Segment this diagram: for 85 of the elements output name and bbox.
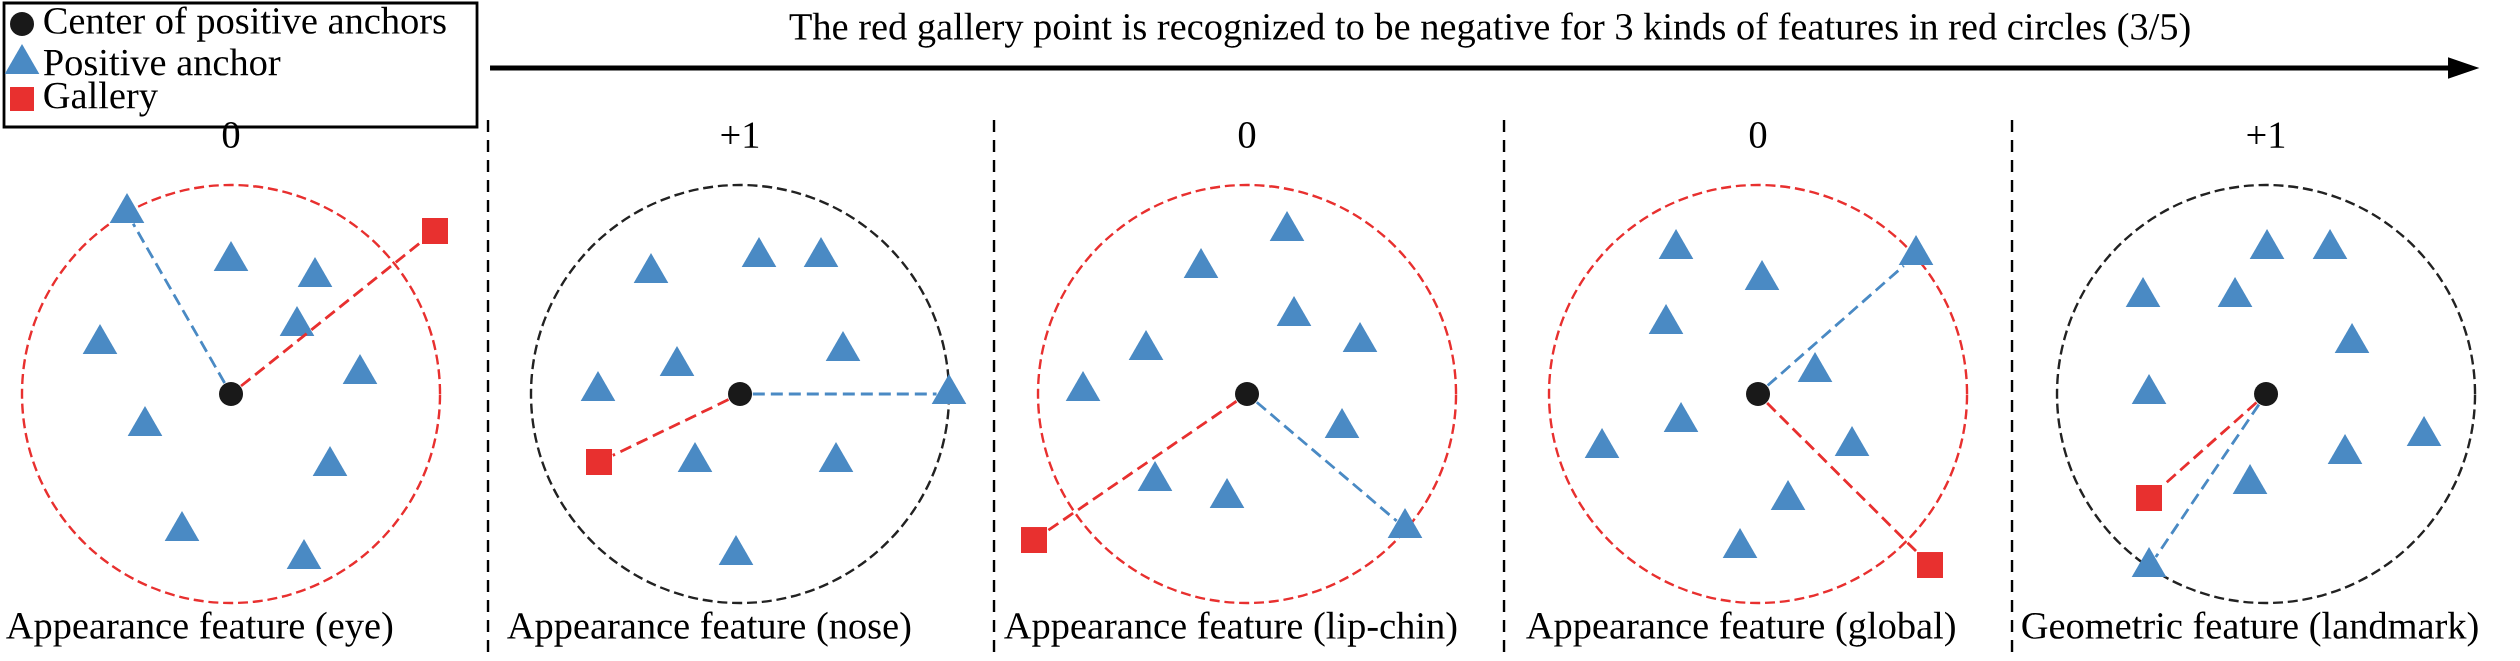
triangle-marker [825,331,861,361]
triangle-marker [286,539,322,570]
triangle-marker [2249,229,2285,259]
center-dot [2254,382,2279,407]
dashed-line [1766,402,1918,553]
dashed-circle [529,183,951,605]
dashed-circle [20,183,442,605]
legend-label: Gallery [44,81,158,117]
triangle-marker [818,442,854,473]
triangle-marker [1834,426,1870,457]
dashed-line [1766,264,1905,387]
dashed-line [1255,401,1398,522]
triangle-marker [82,324,118,354]
score-label: +1 [721,122,759,148]
caption-text: Geometric feature (landmark) [2022,611,2478,647]
triangle-marker [1324,408,1360,439]
triangle-marker [2327,434,2363,465]
dashed-circle [1547,183,1969,605]
triangle-marker [2217,277,2253,307]
caption-text: Appearance feature (nose) [507,611,911,647]
square-marker [422,218,448,244]
triangle-marker [1648,304,1684,334]
triangle-marker [2125,277,2161,307]
triangle-marker [803,237,839,267]
dashed-line [2154,403,2261,558]
score-label: 0 [1749,122,1767,148]
dashed-circle [2055,183,2477,605]
triangle-marker [1209,478,1245,509]
center-dot [728,382,752,407]
legend-label: Positive anchor [43,48,281,76]
triangle-marker [1770,480,1806,511]
square-marker [1021,527,1047,554]
triangle-marker [109,193,145,223]
triangle-marker [2232,464,2268,495]
triangle-marker [297,257,333,287]
legend-label: Center of positive anchors [44,6,446,42]
score-label: 0 [1238,122,1256,148]
triangle-marker [1342,322,1378,352]
triangle-marker [1744,260,1780,290]
center-dot [1746,382,1770,407]
triangle-marker [1898,235,1934,265]
triangle-marker [1276,296,1312,326]
triangle-marker [1065,371,1101,402]
triangle-marker [312,446,348,477]
triangle-marker [659,346,695,376]
triangle-marker [677,442,713,473]
triangle-marker [2406,416,2442,447]
triangle-marker [580,371,616,402]
dashed-line [1047,400,1238,532]
dashed-circle [1036,183,1458,605]
caption-text: Appearance feature (global) [1526,611,1955,647]
triangle-marker [633,253,669,283]
heading-text: The red gallery point is recognized to be negative for 3 kinds of features in red circles (3/5) [789,12,2190,48]
triangle-marker [1128,330,1164,360]
triangle-marker [718,535,754,566]
dashed-line [752,392,937,396]
triangle-marker [1137,461,1173,492]
square-marker [2136,485,2163,512]
triangle-marker [2312,229,2348,259]
triangle-marker [1269,211,1305,241]
caption-text: Appearance feature (eye) [6,611,393,647]
square-marker [586,449,612,476]
triangle-marker [1797,352,1833,382]
triangle-marker [1663,402,1699,433]
caption-text: Appearance feature (lip-chin) [1004,611,1457,647]
center-dot [219,382,243,407]
triangle-marker [741,237,777,267]
triangle-marker [931,374,967,405]
triangle-marker [213,241,249,271]
triangle-marker [164,511,200,542]
triangle-marker [279,306,315,336]
triangle-marker [1584,428,1620,459]
triangle-marker [1722,528,1758,559]
triangle-marker [127,406,163,437]
triangle-marker [1658,229,1694,259]
triangle-marker [1183,248,1219,278]
center-dot [1235,382,1259,407]
dashed-line [132,223,226,384]
score-label: +1 [2247,122,2285,148]
square-marker [1917,552,1943,579]
triangle-marker [2334,323,2370,353]
dashed-line [240,240,423,388]
dashed-line [612,398,730,457]
triangle-marker [2131,374,2167,405]
triangle-marker [342,354,378,384]
